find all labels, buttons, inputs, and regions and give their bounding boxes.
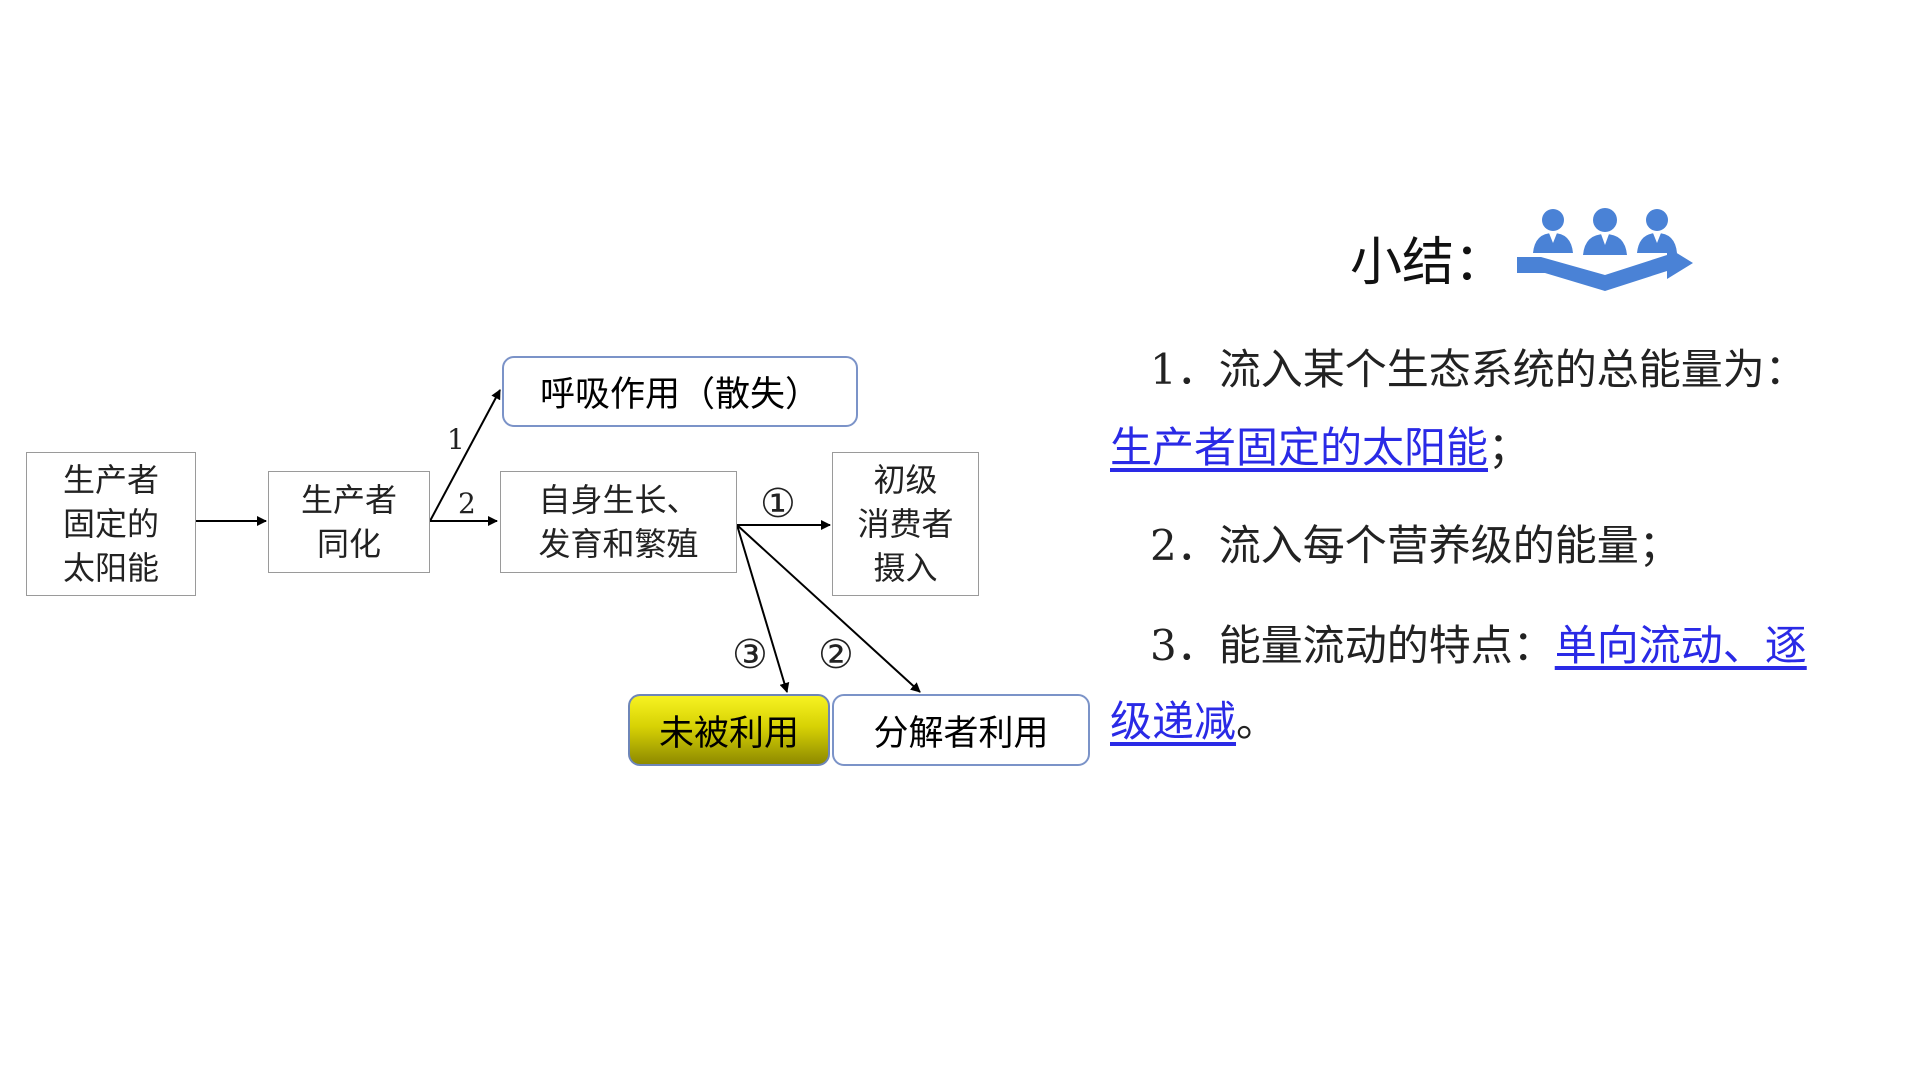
node-primary-consumer-intake: 初级 消费者 摄入 — [832, 452, 979, 596]
summary-item-1-answer-line: 生产者固定的太阳能； — [1110, 420, 1530, 476]
summary-item-3: 3．能量流动的特点：单向流动、逐 — [1150, 618, 1807, 674]
diagram-arrows — [196, 389, 921, 693]
label-circle-3: ③ — [732, 632, 768, 678]
summary-item-2-text: 2．流入每个营养级的能量； — [1150, 521, 1681, 570]
node-producer-solar-energy-text: 生产者 固定的 太阳能 — [62, 461, 159, 587]
arrow-growth-to-unused — [736, 524, 790, 693]
summary-item-3-text: 3．能量流动的特点： — [1150, 621, 1555, 670]
node-respiration: 呼吸作用（散失） — [502, 356, 858, 427]
arrow-assim-to-resp — [429, 389, 501, 522]
label-circle-2: ② — [818, 632, 854, 678]
summary-item-1-end: ； — [1488, 423, 1531, 472]
node-respiration-text: 呼吸作用（散失） — [539, 375, 820, 415]
label-branch-1: 1 — [447, 423, 465, 456]
node-producer-assimilation-text: 生产者 同化 — [300, 481, 397, 563]
summary-answer-characteristics-a: 单向流动、逐 — [1554, 621, 1807, 670]
node-producer-solar-energy: 生产者 固定的 太阳能 — [26, 452, 196, 596]
summary-item-2: 2．流入每个营养级的能量； — [1150, 518, 1681, 574]
label-circle-1: ① — [760, 481, 796, 527]
summary-answer-characteristics-b: 级递减 — [1110, 697, 1237, 746]
summary-title: 小结： — [1350, 233, 1507, 293]
node-growth-reproduction: 自身生长、 发育和繁殖 — [500, 471, 737, 573]
node-decomposer-use: 分解者利用 — [832, 694, 1090, 766]
summary-item-3-end: 。 — [1236, 697, 1279, 746]
energy-flow-diagram: 生产者 固定的 太阳能 生产者 同化 呼吸作用（散失） 自身生长、 发育和繁殖 … — [0, 0, 1100, 800]
node-growth-reproduction-text: 自身生长、 发育和繁殖 — [538, 481, 699, 563]
node-decomposer-use-text: 分解者利用 — [873, 713, 1049, 754]
summary-answer-total-energy: 生产者固定的太阳能 — [1110, 423, 1489, 472]
summary-item-1-text: 1．流入某个生态系统的总能量为： — [1150, 345, 1807, 394]
summary-item-3-answer-line: 级递减。 — [1110, 694, 1278, 750]
team-icon — [1517, 208, 1693, 291]
node-unused-text: 未被利用 — [658, 713, 799, 754]
label-branch-2: 2 — [458, 487, 476, 520]
node-producer-assimilation: 生产者 同化 — [268, 471, 430, 573]
summary-item-1: 1．流入某个生态系统的总能量为： — [1150, 342, 1807, 398]
node-primary-consumer-intake-text: 初级 消费者 摄入 — [857, 461, 954, 587]
arrow-growth-to-decomp — [736, 524, 921, 693]
node-unused: 未被利用 — [628, 694, 830, 766]
